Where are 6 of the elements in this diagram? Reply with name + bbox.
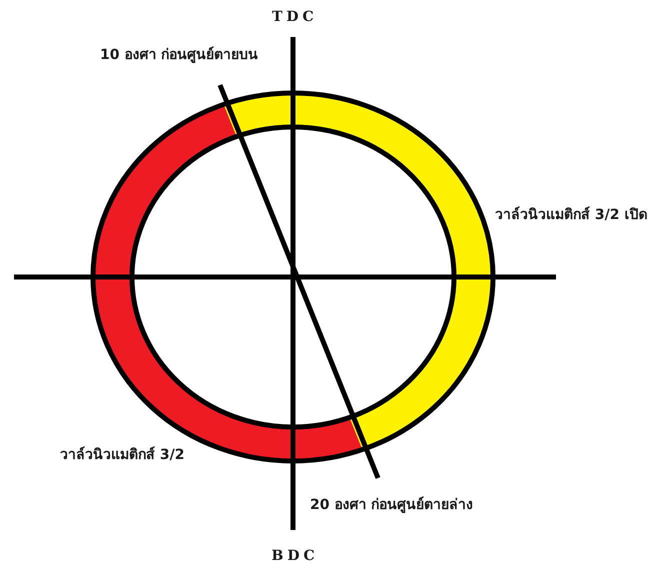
axis-label: BDC — [272, 547, 319, 565]
angle-label: 10 องศา ก่อนศูนย์ตายบน — [100, 46, 258, 64]
angle-label: 20 องศา ก่อนศูนย์ตายล่าง — [310, 496, 474, 514]
valve-label: วาล์วนิวแมติกส์ 3/2 เปิด — [495, 206, 648, 224]
axis-label: TDC — [272, 8, 318, 26]
valve-label: วาล์วนิวแมติกส์ 3/2 — [60, 446, 184, 464]
